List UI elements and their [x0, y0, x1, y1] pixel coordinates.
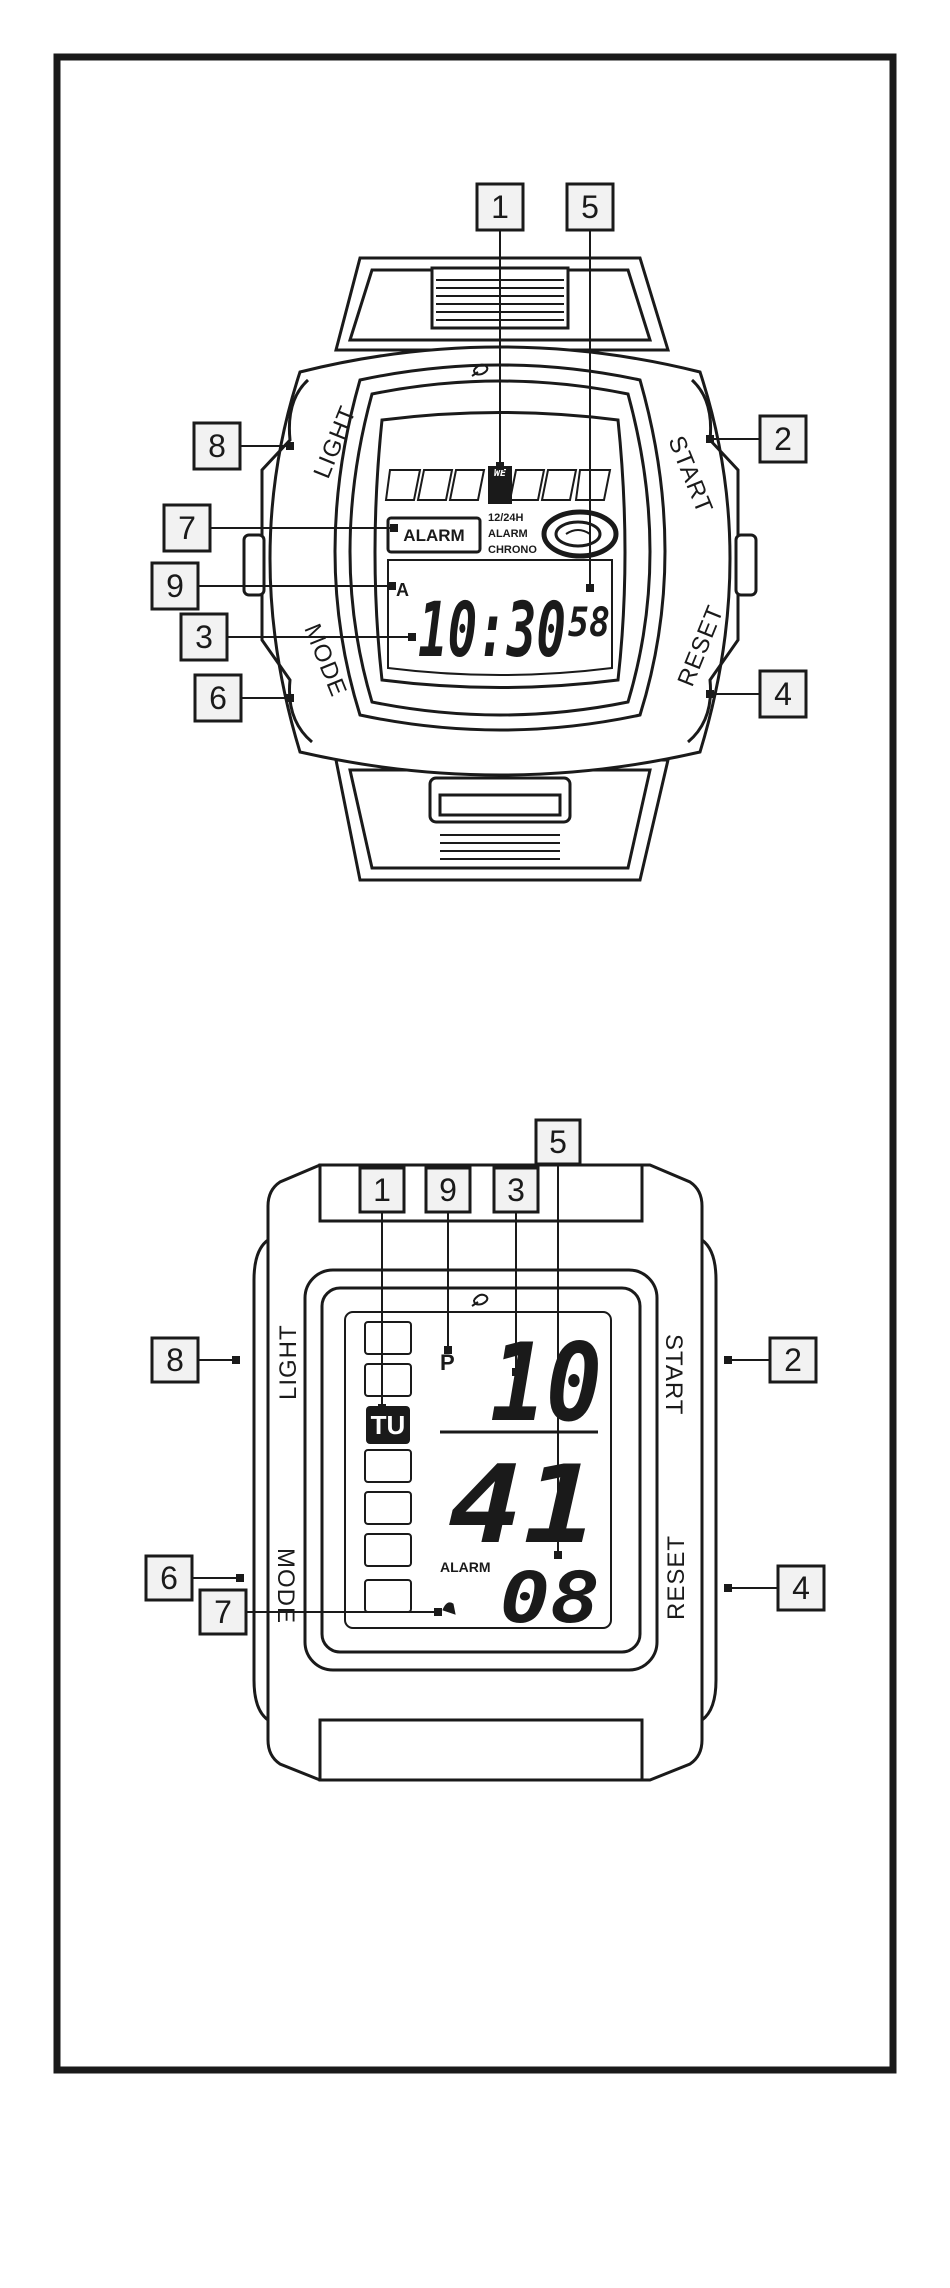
- svg-text:8: 8: [166, 1342, 184, 1378]
- seconds-display: 08: [500, 1557, 600, 1639]
- alarm-on-indicator: A: [396, 580, 409, 600]
- minutes-display: 41: [448, 1443, 598, 1568]
- watch1-callout-6: 6: [195, 675, 241, 721]
- watch1-callout-2: 2: [760, 416, 806, 462]
- watch2-callout-3: 3: [494, 1168, 538, 1212]
- alarm-label: ALARM: [403, 526, 464, 545]
- watch2-callout-7: 7: [200, 1590, 246, 1634]
- svg-text:9: 9: [439, 1172, 457, 1208]
- watch1-callout-4: 4: [760, 671, 806, 717]
- main-time-display: 10:30: [418, 585, 566, 674]
- svg-text:2: 2: [774, 421, 792, 457]
- light-button-label: LIGHT: [275, 1324, 302, 1400]
- svg-text:1: 1: [373, 1172, 391, 1208]
- svg-text:3: 3: [195, 619, 213, 655]
- watch2-callout-5: 5: [536, 1120, 580, 1164]
- seconds-display: 58: [568, 600, 610, 646]
- mode-line-3: CHRONO: [488, 544, 537, 556]
- svg-text:1: 1: [491, 189, 509, 225]
- watch1-callout-1: 1: [477, 184, 523, 230]
- watch1-callout-8: 8: [194, 423, 240, 469]
- svg-text:3: 3: [507, 1172, 525, 1208]
- watch1-callout-5: 5: [567, 184, 613, 230]
- svg-text:6: 6: [160, 1560, 178, 1596]
- watch2-callout-2: 2: [770, 1338, 816, 1382]
- watch2-callout-1: 1: [360, 1168, 404, 1212]
- mode-line-1: 12/24H: [488, 512, 524, 524]
- watch2-callout-6: 6: [146, 1556, 192, 1600]
- watch2-callout-8: 8: [152, 1338, 198, 1382]
- watch1-callout-7: 7: [164, 505, 210, 551]
- svg-text:8: 8: [208, 428, 226, 464]
- svg-text:2: 2: [784, 1342, 802, 1378]
- svg-text:9: 9: [166, 568, 184, 604]
- watch1-callout-9: 9: [152, 563, 198, 609]
- svg-text:7: 7: [214, 1594, 232, 1630]
- watch1-callout-3: 3: [181, 614, 227, 660]
- svg-text:5: 5: [549, 1124, 567, 1160]
- svg-text:7: 7: [178, 510, 196, 546]
- hours-display: 10: [490, 1321, 602, 1446]
- start-button-label: START: [660, 1334, 687, 1415]
- svg-text:6: 6: [209, 680, 227, 716]
- reset-button-label: RESET: [663, 1535, 690, 1620]
- watch2-callout-9: 9: [426, 1168, 470, 1212]
- svg-text:4: 4: [792, 1570, 810, 1606]
- svg-text:5: 5: [581, 189, 599, 225]
- mode-line-2: ALARM: [488, 528, 528, 540]
- alarm-label: ALARM: [440, 1559, 491, 1575]
- day-indicator-tu: TU: [371, 1410, 406, 1440]
- watch2-callout-4: 4: [778, 1566, 824, 1610]
- svg-text:4: 4: [774, 676, 792, 712]
